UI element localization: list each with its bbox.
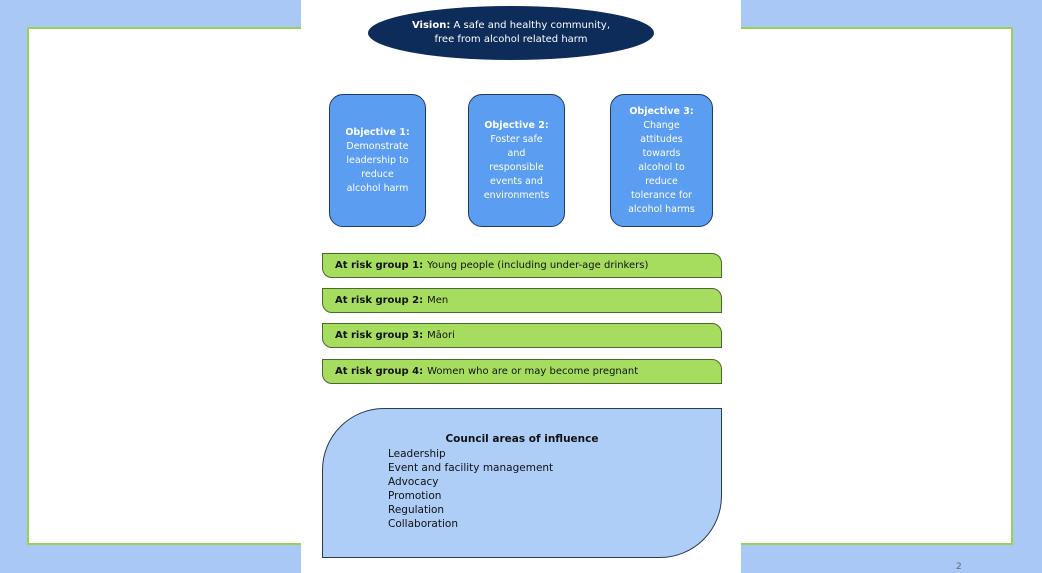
objective-2-box: Objective 2: Foster safe and responsible… — [468, 94, 565, 227]
council-item: Promotion — [388, 490, 442, 502]
council-item: Regulation — [388, 504, 445, 516]
risk-group-3-text: Māori — [427, 330, 455, 341]
vision-text-1: A safe and healthy community, — [453, 20, 611, 31]
objective-3-box: Objective 3: Change attitudes towards al… — [610, 94, 713, 227]
risk-group-2-text: Men — [427, 295, 449, 306]
objective-1-body: Demonstrate leadership to reduce alcohol… — [346, 140, 409, 194]
risk-group-1-text: Young people (including under-age drinke… — [427, 260, 649, 271]
slide-page: Vision: A safe and healthy community, fr… — [301, 0, 741, 573]
risk-group-4-text: Women who are or may become pregnant — [427, 366, 639, 377]
vision-ellipse: Vision: A safe and healthy community, fr… — [368, 6, 654, 60]
council-item: Collaboration — [388, 518, 458, 530]
risk-group-4: At risk group 4: Women who are or may be… — [322, 359, 722, 384]
council-list: Leadership Event and facility management… — [388, 447, 553, 531]
vision-text-2: free from alcohol related harm — [434, 34, 588, 45]
objective-2-title: Objective 2: — [484, 119, 549, 131]
risk-group-2-label: At risk group 2: — [335, 295, 424, 306]
risk-group-1-label: At risk group 1: — [335, 260, 424, 271]
risk-group-1: At risk group 1: Young people (including… — [322, 253, 722, 278]
council-areas-box: Council areas of influence Leadership Ev… — [322, 408, 722, 558]
objective-1-box: Objective 1: Demonstrate leadership to r… — [329, 94, 426, 227]
risk-group-2: At risk group 2: Men — [322, 288, 722, 313]
page-number: 2 — [956, 562, 962, 572]
council-item: Event and facility management — [388, 462, 554, 474]
risk-group-4-label: At risk group 4: — [335, 366, 424, 377]
vision-label: Vision: — [411, 20, 451, 31]
council-title: Council areas of influence — [445, 433, 599, 445]
council-item: Advocacy — [388, 476, 439, 488]
council-item: Leadership — [388, 448, 446, 460]
vision-line-1: Vision: A safe and healthy community, — [412, 19, 610, 33]
risk-group-3: At risk group 3: Māori — [322, 323, 722, 348]
objective-1-title: Objective 1: — [345, 126, 410, 138]
risk-group-3-label: At risk group 3: — [335, 330, 424, 341]
objective-3-body: Change attitudes towards alcohol to redu… — [628, 119, 695, 215]
objective-3-title: Objective 3: — [629, 105, 694, 117]
objective-2-body: Foster safe and responsible events and e… — [483, 133, 550, 201]
